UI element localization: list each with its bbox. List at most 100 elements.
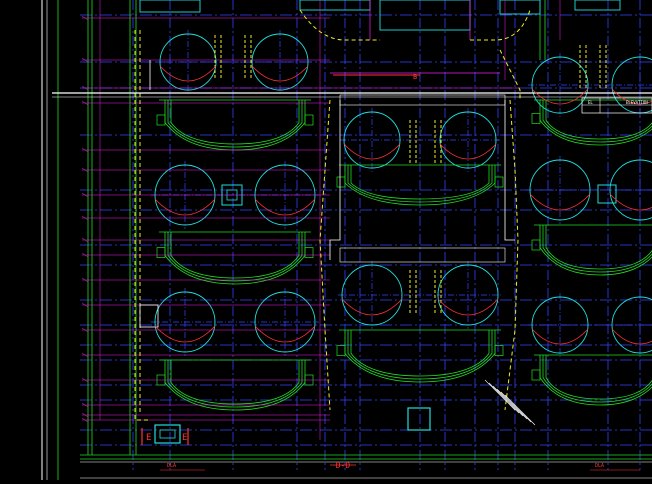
basin-outline (164, 360, 306, 411)
basin-lug (304, 114, 314, 126)
basin-lug (531, 239, 541, 251)
hatch (504, 394, 536, 426)
title-cell-2: ELEVATION (626, 100, 648, 105)
dim-tick (81, 302, 89, 308)
basin-outline (347, 165, 493, 203)
dim-tick (81, 352, 89, 358)
tank-arc (609, 193, 652, 211)
tank-arc (154, 198, 216, 216)
pipe-center-left (319, 99, 331, 411)
basin-outline (167, 360, 303, 408)
tank-arc (529, 193, 591, 211)
tank-outline (531, 56, 589, 114)
pipe-top-curve2 (470, 9, 531, 41)
tank-outline (343, 111, 401, 169)
dim-tick (81, 277, 89, 283)
center-beam (339, 94, 506, 106)
hatch (488, 382, 520, 414)
basin-outline (350, 330, 490, 377)
basin-outline (542, 225, 652, 273)
detail-note-left: DLA (167, 463, 176, 469)
top-channel (499, 0, 541, 15)
tank-outline (254, 291, 316, 353)
section-title: D-D (336, 461, 351, 470)
pipe-center-right (504, 99, 519, 411)
basin-lug (531, 369, 541, 381)
structure-layer (57, 0, 652, 480)
tank-arc (343, 143, 401, 160)
top-channel (574, 0, 621, 11)
dim-tick (81, 417, 89, 423)
basin-outline (539, 100, 652, 146)
tank-outline (531, 296, 589, 354)
dim-tick (81, 167, 89, 173)
basin-lug (156, 114, 166, 126)
title-cell-1: EL (588, 100, 593, 105)
tank-arc (159, 65, 217, 82)
dim-tick (81, 192, 89, 198)
basin-outline (164, 232, 306, 285)
wall (329, 100, 341, 260)
tank-arc (439, 143, 497, 160)
tank-arc (251, 65, 309, 82)
pipe-top-curve (299, 9, 380, 41)
tank-outline (609, 159, 652, 221)
annotation-layer (141, 65, 652, 471)
basin-lug (494, 345, 504, 356)
bottom-marker-inner (159, 429, 176, 439)
bottom-marker (154, 424, 181, 444)
tank-arc (341, 298, 403, 316)
hatch (500, 391, 532, 423)
bottom-marker2 (407, 407, 431, 431)
dimension-layer (81, 0, 561, 440)
detail-note-right: DLA (595, 463, 604, 469)
basin-outline (167, 100, 303, 148)
wall-box (139, 304, 159, 328)
top-channel (299, 0, 371, 11)
tank-arc (254, 325, 316, 343)
hatch (496, 388, 528, 420)
tank-arc (154, 325, 216, 343)
hatch (484, 379, 516, 411)
tank-outline (437, 264, 499, 326)
pipe-top3 (499, 49, 521, 100)
section-marker-left: E (146, 433, 151, 443)
title-block (581, 97, 652, 114)
center-beam2 (339, 247, 506, 263)
dim-tick (81, 85, 89, 91)
tank-outline (529, 159, 591, 221)
section-marker-top: B (413, 73, 417, 81)
basin-outline (539, 355, 652, 406)
basin-outline (167, 232, 303, 282)
pipe-layer (134, 9, 607, 421)
basin-lug (494, 176, 504, 188)
section-marker-right: E (182, 433, 187, 443)
basin-outline (545, 100, 652, 140)
top-channel (139, 0, 201, 13)
basin-lug (336, 345, 346, 356)
tank-arc (437, 298, 499, 316)
basin-outline (542, 355, 652, 403)
basin-outline (344, 165, 496, 206)
basin-outline (545, 355, 652, 400)
basin-outline (164, 100, 306, 151)
dim-tick (81, 412, 89, 418)
tank-outline (251, 33, 309, 91)
basin-outline (542, 100, 652, 143)
dim-tick (81, 327, 89, 333)
tank-outline (439, 111, 497, 169)
tank-layer (139, 0, 652, 444)
basin-lug (531, 113, 541, 124)
tank-arc (254, 198, 316, 216)
dim-tick (81, 57, 89, 63)
basin-outline (170, 232, 300, 279)
tank-outline (341, 264, 403, 326)
tank-arc (531, 88, 589, 105)
tank-outline (154, 291, 216, 353)
tank-outline (159, 33, 217, 91)
tank-arc (611, 328, 652, 345)
valve-box-right (597, 184, 617, 204)
basin-outline (170, 100, 300, 145)
